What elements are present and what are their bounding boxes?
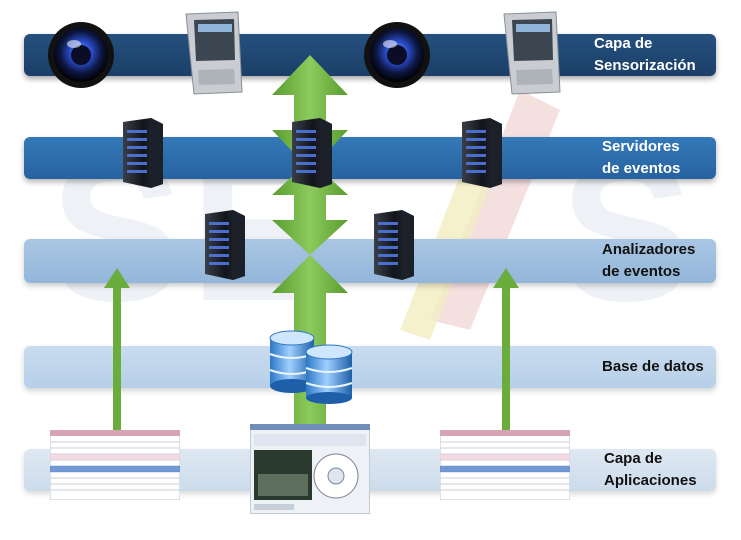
right-double-arrow — [493, 268, 519, 453]
layer-label: Analizadores de eventos — [602, 239, 722, 283]
server-icon — [123, 118, 163, 188]
layer-label-line1: Base de datos — [602, 358, 704, 375]
layer-label: Base de datos — [602, 346, 722, 388]
application-window-screenshot — [250, 424, 370, 514]
application-table-screenshot — [50, 430, 180, 500]
layer-label-line2: de eventos — [602, 160, 681, 177]
access-terminal-icon — [185, 11, 243, 95]
camera-icon — [364, 22, 430, 88]
access-terminal-icon — [503, 11, 561, 95]
server-icon — [205, 210, 245, 280]
layer-label-line1: Servidores — [602, 138, 680, 155]
server-icon — [462, 118, 502, 188]
layer-label: Capa de Sensorización — [594, 34, 714, 76]
layer-label: Capa de Aplicaciones — [604, 449, 724, 491]
left-double-arrow — [104, 268, 130, 453]
layer-label-line2: Aplicaciones — [604, 472, 697, 489]
application-table-screenshot — [440, 430, 570, 500]
layer-label-line1: Analizadores — [602, 241, 696, 258]
layer-base-datos: Base de datos — [24, 346, 716, 388]
layer-label-line1: Capa de — [604, 450, 663, 467]
camera-icon — [48, 22, 114, 88]
layer-analizadores-eventos: Analizadores de eventos — [24, 239, 716, 283]
server-icon — [374, 210, 414, 280]
server-icon — [292, 118, 332, 188]
layer-label: Servidores de eventos — [602, 137, 722, 179]
layer-label-line1: Capa de — [594, 35, 653, 52]
layer-label-line2: de eventos — [602, 263, 681, 280]
layer-label-line2: Sensorización — [594, 57, 696, 74]
database-icon — [269, 330, 353, 404]
